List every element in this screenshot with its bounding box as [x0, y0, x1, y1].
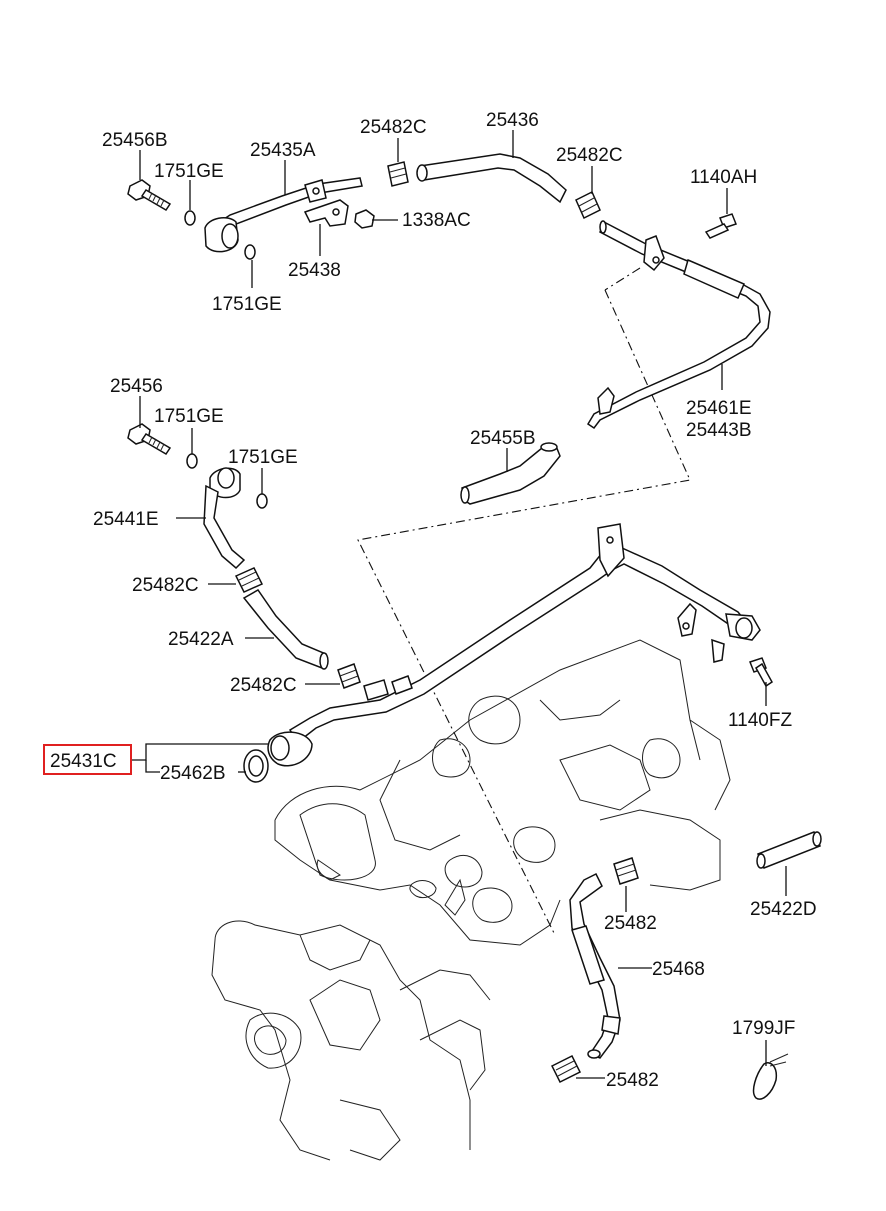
hose-25422A [242, 589, 329, 670]
engine-block [211, 639, 731, 1161]
part-labels: 25456B 1751GE 25435A 25482C 25436 25482C… [50, 110, 817, 1091]
washer-1751GE-d [256, 493, 268, 509]
label-25456: 25456 [110, 376, 163, 397]
leader-lines [131, 130, 787, 1079]
clamp-25482-a [613, 857, 639, 885]
bolt-25456 [127, 423, 172, 456]
label-25443B: 25443B [686, 420, 752, 441]
label-1140FZ: 1140FZ [728, 710, 792, 731]
bolt-25456B [127, 179, 172, 212]
washer-1751GE-b [244, 244, 256, 260]
clamp-25482C-b [575, 190, 601, 220]
pipe-25461E [586, 220, 771, 430]
hose-25455B [460, 442, 561, 505]
clip-1799JF [752, 1053, 789, 1100]
highlight-box-25431C [43, 744, 132, 775]
pipe-25431C [267, 523, 761, 767]
label-25456B: 25456B [102, 130, 168, 151]
fitting [363, 679, 389, 701]
washer-1751GE-c [186, 453, 198, 469]
gasket-25462B [243, 749, 269, 783]
clamp-25482C-d [337, 663, 361, 689]
label-25422D: 25422D [750, 899, 817, 920]
label-25431C: 25431C [50, 751, 117, 772]
label-25422A: 25422A [168, 629, 234, 650]
label-25461E: 25461E [686, 398, 752, 419]
label-1140AH: 1140AH [690, 167, 757, 188]
hose-25468 [569, 872, 621, 1059]
label-25455B: 25455B [470, 428, 536, 449]
label-1751GE-a: 1751GE [154, 161, 224, 182]
label-25482-a: 25482 [604, 913, 657, 934]
label-25462B: 25462B [160, 763, 226, 784]
label-1751GE-d: 1751GE [228, 447, 298, 468]
pipe-25441E [203, 467, 246, 570]
label-25482C-b: 25482C [556, 145, 623, 166]
nut-1338AC [354, 209, 375, 229]
bolt-1140FZ [749, 657, 773, 688]
label-25441E: 25441E [93, 509, 159, 530]
washer-1751GE-a [184, 210, 196, 226]
label-25438: 25438 [288, 260, 341, 281]
label-25482C-c: 25482C [132, 575, 199, 596]
clamp-25482C-c [234, 567, 264, 593]
label-1338AC: 1338AC [402, 210, 471, 231]
clamp-25482-b [550, 1054, 582, 1084]
label-25436: 25436 [486, 110, 539, 131]
bolt-1140AH [704, 213, 737, 239]
assembly-dash-outline [357, 267, 691, 936]
label-1751GE-b: 1751GE [212, 294, 282, 315]
bracket-25438 [303, 199, 349, 227]
label-25435A: 25435A [250, 140, 316, 161]
label-25468: 25468 [652, 959, 705, 980]
label-1751GE-c: 1751GE [154, 406, 224, 427]
pipe-25435A [204, 177, 363, 253]
label-25482-b: 25482 [606, 1070, 659, 1091]
label-25482C-d: 25482C [230, 675, 297, 696]
hose-25422D [756, 831, 822, 869]
clamp-25482C-a [387, 161, 409, 187]
hose-25436 [416, 153, 567, 204]
label-25482C-a: 25482C [360, 117, 427, 138]
label-1799JF: 1799JF [732, 1018, 795, 1039]
